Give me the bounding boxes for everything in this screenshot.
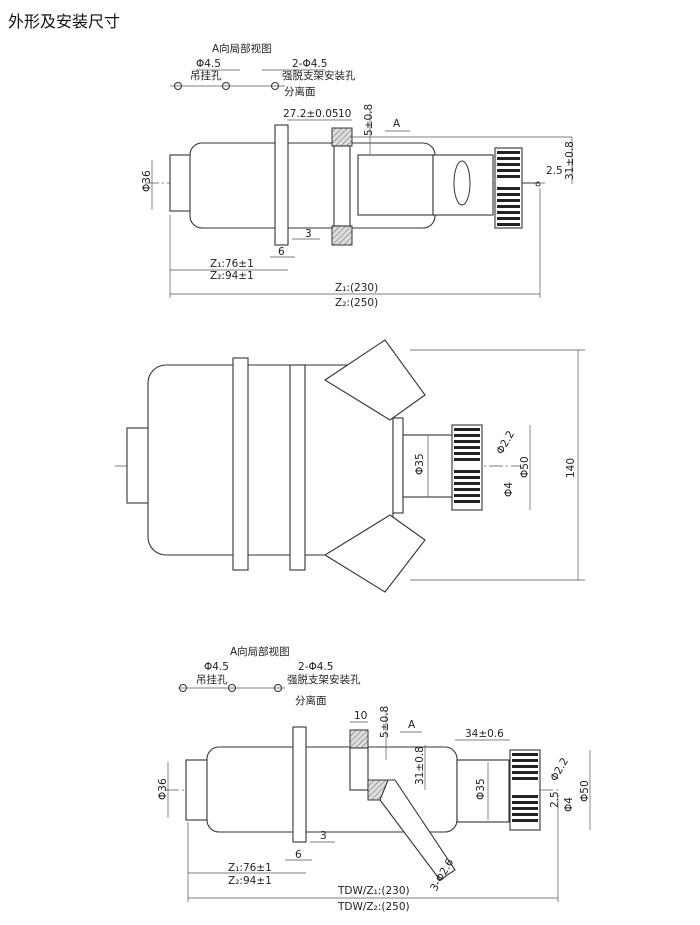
side-view-3: 10 5±0.8 A 34±0.6 31±0.8 Φ35 Φ2.2 2.5 Φ4…: [157, 706, 591, 913]
dim-d4: Φ4: [563, 797, 575, 812]
a-view-bottom: A向局部视图 Φ4.5 吊挂孔 2-Φ4.5 强脱支架安装孔 分离面: [178, 645, 361, 707]
dim-z2-250: TDW/Z₂:(250): [337, 901, 410, 913]
dim-z2-94: Z₂:94±1: [210, 270, 254, 282]
dim-d3: 3: [320, 830, 327, 842]
a-view-title: A向局部视图: [212, 42, 272, 55]
dim-z1-230: TDW/Z₁:(230): [337, 885, 410, 897]
dim-d35: Φ35: [475, 778, 487, 800]
dim-d27: 27.2±0.05: [283, 108, 339, 120]
dim-d36: Φ36: [141, 170, 153, 192]
hole-circle: [271, 82, 279, 90]
dim-d35: Φ35: [414, 453, 426, 475]
dim-d25: 2.5: [549, 791, 561, 808]
side-view-1: Φ36 27.2±0.05 10 5±0.8 A 31±0.8 2.5 3 6 …: [141, 104, 576, 309]
dim-d5: 5±0.8: [363, 104, 375, 136]
hole-circle: [179, 684, 187, 692]
hole-dia-label: Φ4.5: [204, 661, 229, 673]
mount-label: 强脱支架安装孔: [282, 69, 356, 82]
dim-d22: Φ2.2: [494, 429, 517, 457]
dim-z1-76: Z₁:76±1: [210, 258, 254, 270]
dim-d3: 3: [305, 228, 312, 240]
separation-label: 分离面: [295, 694, 327, 707]
hole-label: 吊挂孔: [196, 673, 228, 686]
dim-d50: Φ50: [519, 456, 531, 478]
dim-d6: 6: [278, 246, 285, 258]
a-view-title: A向局部视图: [230, 645, 290, 658]
dim-z1-230: Z₁:(230): [335, 282, 378, 294]
mount-dia-label: 2-Φ4.5: [298, 661, 333, 673]
dim-d31: 31±0.8: [414, 746, 426, 785]
hole-circle: [228, 684, 236, 692]
separation-label: 分离面: [284, 85, 316, 98]
a-view-top: A向局部视图 Φ4.5 吊挂孔 2-Φ4.5 强脱支架安装孔 分离面: [170, 42, 356, 98]
hole-circle: [222, 82, 230, 90]
page-title: 外形及安装尺寸: [8, 14, 121, 31]
dim-d50: Φ50: [579, 780, 591, 802]
dim-d25: 2.5: [546, 165, 563, 177]
dim-d31: 31±0.8: [564, 141, 576, 180]
hole-circle: [274, 684, 282, 692]
dim-d4: Φ4: [503, 482, 515, 497]
dim-d140: 140: [565, 458, 577, 478]
dim-d36: Φ36: [157, 778, 169, 800]
view-arrow-a: A: [393, 118, 401, 130]
top-view: Φ35 Φ2.2 Φ4 Φ50 140: [115, 339, 585, 593]
mount-dia-label: 2-Φ4.5: [292, 58, 327, 70]
hole-dia-label: Φ4.5: [196, 58, 221, 70]
view-arrow-a: A: [408, 719, 416, 731]
mount-label: 强脱支架安装孔: [287, 673, 361, 686]
dim-d6: 6: [295, 849, 302, 861]
dim-d22: Φ2.2: [548, 756, 571, 784]
dim-d10: 10: [338, 108, 351, 120]
hole-circle: [174, 82, 182, 90]
dim-z2-94: Z₂:94±1: [228, 875, 272, 887]
dim-d5: 5±0.8: [379, 706, 391, 738]
dim-d10: 10: [354, 710, 367, 722]
dim-z2-250: Z₂:(250): [335, 297, 378, 309]
dim-z1-76: Z₁:76±1: [228, 862, 272, 874]
hole-label: 吊挂孔: [190, 69, 222, 82]
dim-d34: 34±0.6: [465, 728, 504, 740]
